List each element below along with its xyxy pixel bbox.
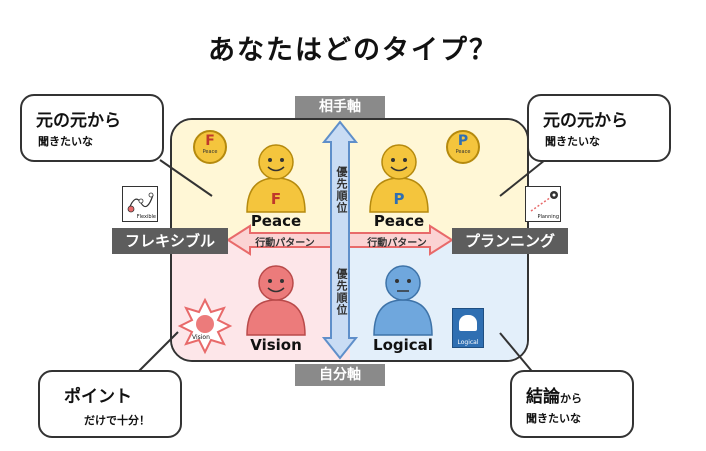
callout-tail-top-left [159,159,213,197]
axis-left-label: フレキシブル [112,228,228,254]
peace-f-character [246,144,306,213]
axis-right-label: プランニング [452,228,568,254]
peace-f-badge: F Peace [193,130,227,164]
logical-name: Logical [373,336,433,354]
axis-top-label: 相手軸 [295,96,385,118]
vision-character [246,265,306,336]
logical-character [373,265,433,336]
callout-tail-top-right [499,159,546,197]
shirt-letter-p: P [393,190,405,208]
page-title: あなたはどのタイプ？ [208,35,498,66]
vision-badge-caption: Vision [192,334,210,341]
logical-badge: Logical [452,308,484,348]
quadrant-logical [349,240,527,360]
axis-bottom-label: 自分軸 [295,364,385,386]
bubble-top-left: 元の元から 聞きたいな [20,94,164,162]
planning-icon: Planning [525,186,561,222]
vision-star-icon [177,297,233,355]
peace-p-badge: P Peace [446,130,480,164]
quadrant-peace-p [349,120,527,240]
priority-label-bottom: 優先順位 [335,268,348,316]
flexible-icon: Flexible [122,186,158,222]
vision-name: Vision [250,336,302,354]
priority-label-top: 優先順位 [335,166,348,214]
callout-tail-bottom-right [499,332,536,376]
priority-arrow [321,120,359,360]
head-silhouette-icon [459,315,477,331]
bubble-bottom-left: ポイント だけで十分！ [38,370,182,438]
shirt-letter-f: F [270,190,282,208]
peace-p-name: Peace [373,212,425,230]
bubble-bottom-right: 結論から 聞きたいな [510,370,634,438]
peace-f-name: Peace [250,212,302,230]
bubble-top-right: 元の元から 聞きたいな [527,94,671,162]
peace-p-character [369,144,429,213]
behavior-label-left: 行動パターン [255,238,315,249]
behavior-label-right: 行動パターン [367,238,427,249]
